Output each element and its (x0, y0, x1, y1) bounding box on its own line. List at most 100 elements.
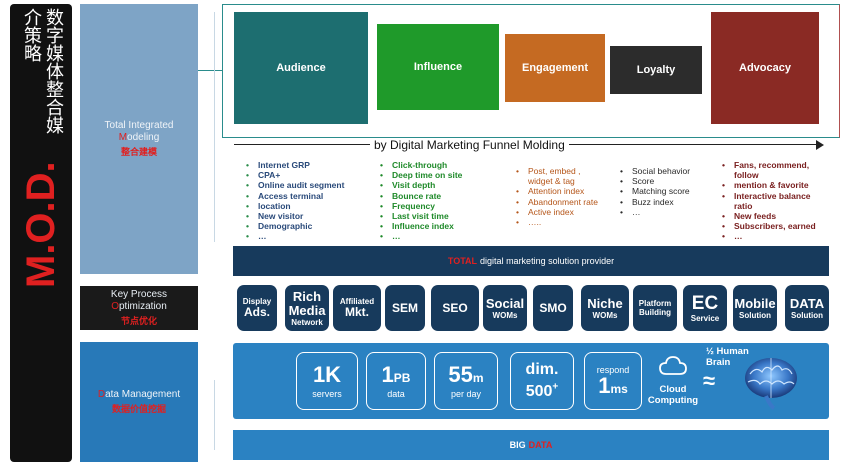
data-stat-sub: per day (450, 388, 482, 399)
process-top-text: Social (485, 295, 525, 311)
data-stat-big2: 500 (525, 383, 553, 400)
metric-item: Visit depth (378, 180, 496, 190)
process-top-text: DATA (789, 295, 825, 311)
process-main-text: WOMs (492, 310, 518, 320)
metric-item: Subscribers, earned (720, 221, 830, 231)
metric-item: Online audit segment (244, 180, 364, 190)
data-stat-big: 1K (312, 361, 342, 387)
funnel-frame (222, 4, 840, 138)
total-rest: digital marketing solution provider (480, 256, 615, 266)
process-bottom-text: Network (291, 317, 323, 327)
metric-item: New visitor (244, 211, 364, 221)
metric-item: … (720, 231, 830, 241)
process-main-text: SEM (391, 300, 418, 315)
tim-line1: Total Integrated (104, 120, 174, 131)
total-highlight: TOTAL (447, 256, 478, 266)
process-main-text: Building (639, 308, 671, 317)
metric-item: Deep time on site (378, 170, 496, 180)
process-top-text: Rich (292, 288, 322, 304)
process-top-text: Platform (638, 299, 672, 308)
metric-item: … (378, 231, 496, 241)
metrics-influence: Click-throughDeep time on siteVisit dept… (378, 160, 496, 242)
data-stat-value: 1PB (381, 361, 411, 387)
process-top-text: Niche (587, 295, 623, 311)
metric-item: Score (618, 176, 708, 186)
data-band (233, 343, 829, 419)
process-main-text: SMO (539, 300, 567, 315)
kpo-line1: Key Process (110, 289, 168, 300)
stage-advocacy: Advocacy (711, 12, 819, 124)
metric-item: Demographic (244, 221, 364, 231)
metric-item: … (244, 231, 364, 241)
process-main-text: Ads. (243, 305, 270, 319)
metrics-audience: Internet GRPCPA+Online audit segmentAcce… (244, 160, 364, 242)
data-stat-sub: servers (312, 388, 342, 399)
process-top-text: EC (691, 292, 719, 314)
metric-item: Access terminal (244, 191, 364, 201)
connector-line (214, 380, 215, 450)
total-solution-bar: TOTAL digital marketing solution provide… (233, 246, 829, 276)
key-process-optimization-label: Key Process Optimization 节点优化 (80, 286, 198, 330)
metric-item: Last visit time (378, 211, 496, 221)
metric-item: Post, embed , widget & tag (514, 166, 604, 186)
kpo-initial: O (111, 301, 119, 312)
metric-item: Abandonment rate (514, 197, 604, 207)
process-main-text: Mkt. (345, 305, 369, 319)
data-stat-value: 1ms (598, 372, 628, 398)
metric-item: Internet GRP (244, 160, 364, 170)
total-integrated-modeling-label: Total Integrated Modeling 整合建模 (80, 4, 198, 274)
cloud-line1: Cloud (659, 384, 687, 395)
process-main-text: Service (690, 313, 720, 323)
cloud-icon (659, 356, 687, 375)
process-top-text: Display (242, 297, 272, 306)
connector-line (198, 70, 222, 71)
brain-line1: ½ Human (706, 346, 749, 357)
data-stat-value: dim. (526, 359, 559, 381)
brain-icon (745, 358, 797, 410)
funnel-caption: by Digital Marketing Funnel Molding (370, 138, 569, 152)
stage-loyalty: Loyalty (610, 46, 702, 94)
left-title-bar (10, 4, 72, 462)
dm-rest: ata Management (105, 389, 181, 400)
data-stat-big: 1 (598, 372, 611, 398)
stage-audience: Audience (234, 12, 368, 124)
metric-item: mention & favorite (720, 180, 830, 190)
metric-item: Click-through (378, 160, 496, 170)
data-stat-value: 55m (448, 363, 484, 387)
process-item: SEO (431, 285, 479, 331)
process-main-text: Solution (791, 310, 823, 320)
metric-item: Interactive balance ratio (720, 191, 830, 211)
metric-item: Attention index (514, 186, 604, 196)
tim-line2: Modeling (80, 132, 198, 144)
stage-engagement: Engagement (505, 34, 605, 102)
kpo-line2: Optimization (80, 301, 198, 313)
metrics-engagement: Post, embed , widget & tagAttention inde… (514, 166, 604, 227)
process-item: SEM (385, 285, 425, 331)
metric-item: Buzz index (618, 197, 708, 207)
process-main-text: SEO (442, 300, 468, 315)
chinese-title: 数字媒体整合媒介策略 (21, 8, 64, 134)
big-data-bar: BIG DATA (233, 430, 829, 460)
data-stat-big: 1 (381, 361, 394, 387)
tim-rest: odeling (127, 132, 160, 143)
metrics-advocacy: Fans, recommend, followmention & favorit… (720, 160, 830, 242)
metric-item: Matching score (618, 186, 708, 196)
bigdata-word2: DATA (528, 440, 553, 450)
data-stat-unit: m (472, 370, 484, 385)
bigdata-word1: BIG (509, 440, 526, 450)
metric-item: location (244, 201, 364, 211)
data-stat-sub: data (387, 388, 405, 399)
data-stat-unit: ms (610, 381, 628, 396)
metric-item: Frequency (378, 201, 496, 211)
data-stat-sup: + (552, 381, 559, 393)
data-stat-value: 1K (312, 361, 342, 387)
cloud-line2: Computing (647, 395, 699, 406)
process-item: SMO (533, 285, 573, 331)
process-main-text: Media (288, 302, 326, 318)
